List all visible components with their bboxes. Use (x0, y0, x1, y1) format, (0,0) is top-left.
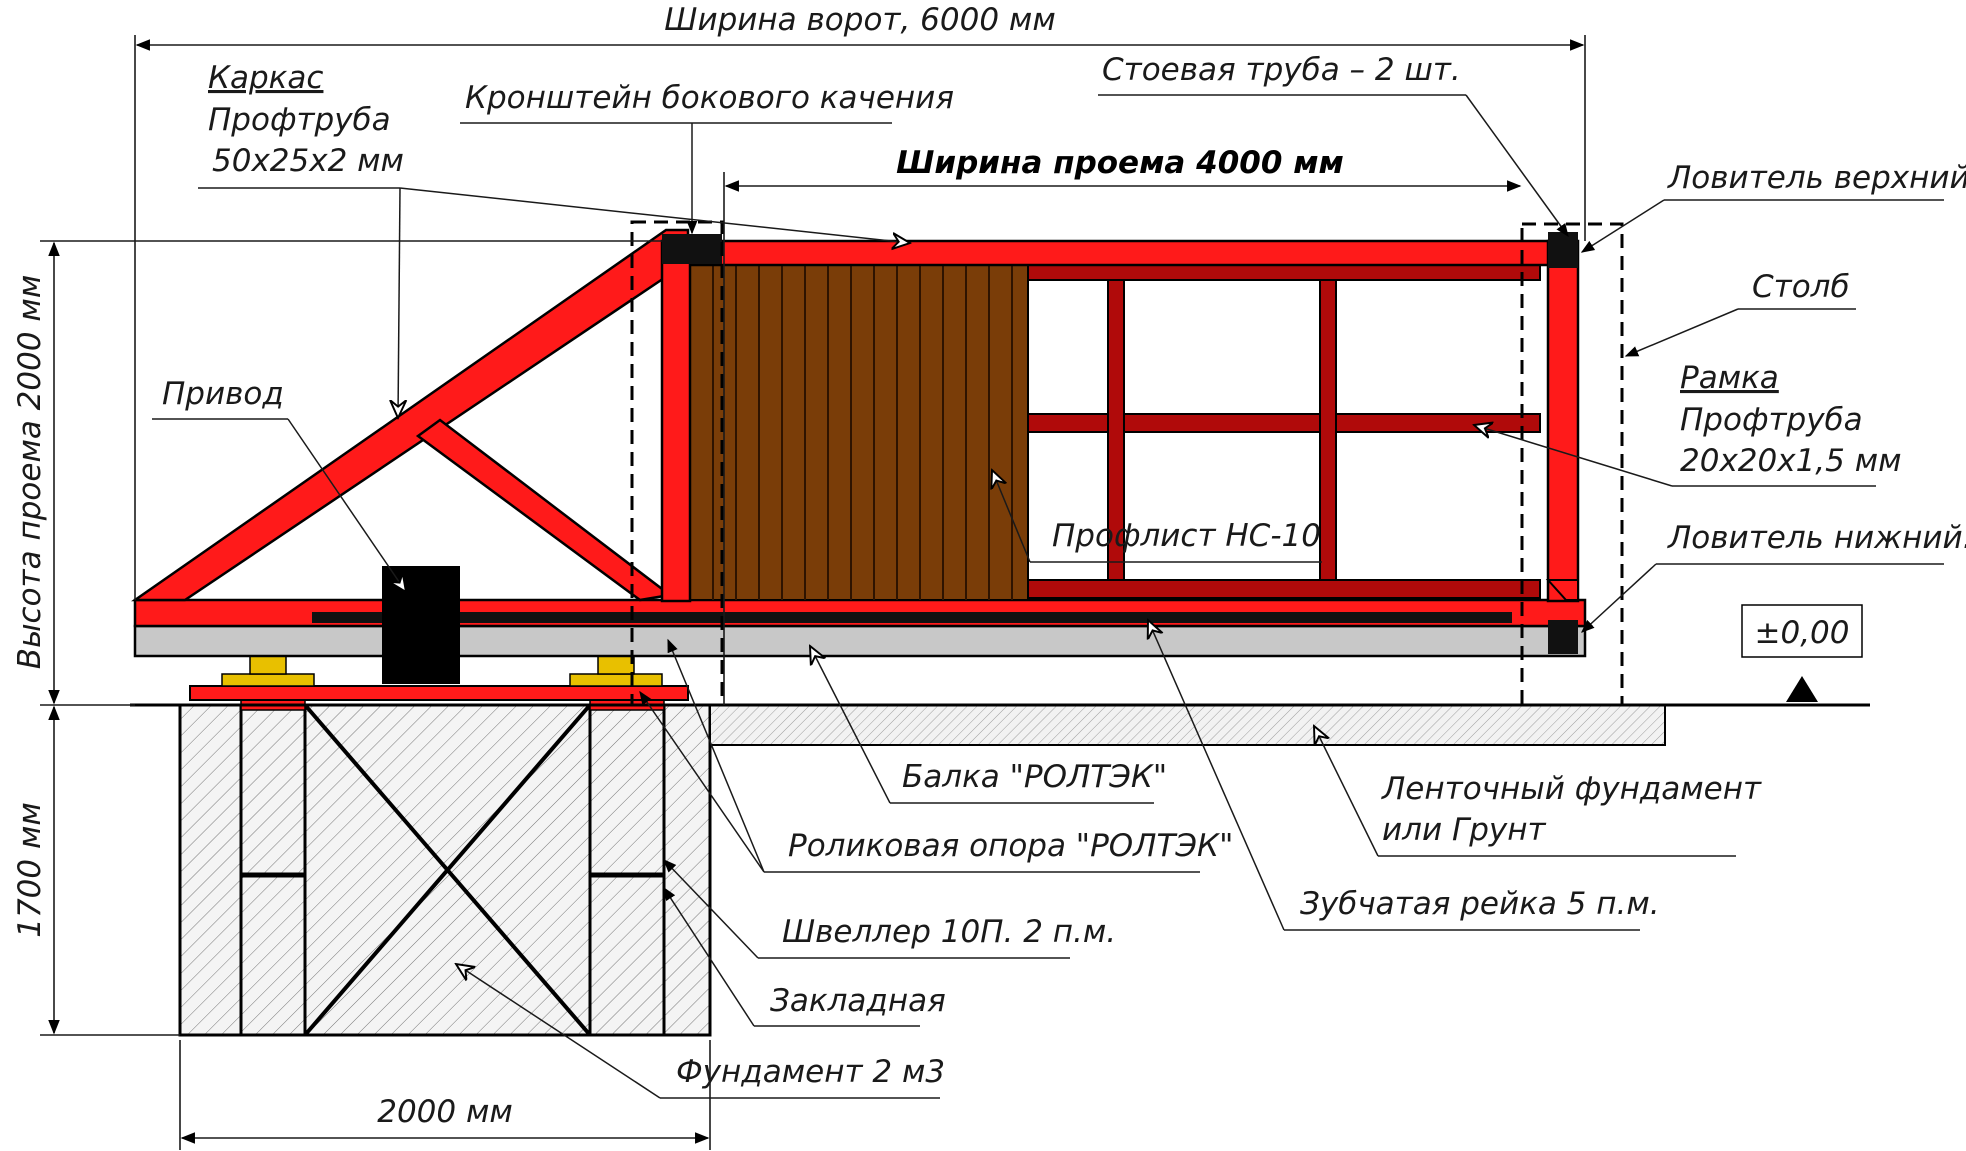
upper-catcher-label: Ловитель верхний (1667, 160, 1966, 196)
right-corner-brace (1545, 579, 1579, 601)
dimension-foundation-width: 2000 мм (179, 1040, 711, 1150)
foundation-depth-label: 1700 мм (12, 802, 48, 938)
corrugated-sheet (687, 261, 1029, 601)
opening-width-label: Ширина проема 4000 мм (896, 145, 1344, 181)
drive-unit (382, 566, 460, 684)
dimension-opening-height: Высота проема 2000 мм (12, 240, 662, 706)
foundation-label: Фундамент 2 м3 (676, 1054, 945, 1090)
roltek-beam (133, 624, 1587, 658)
post-label: Столб (1752, 269, 1850, 305)
callout-embedded: Закладная (663, 886, 946, 1027)
right-stile (1546, 239, 1580, 603)
drive-label: Привод (162, 376, 284, 412)
left-stile (660, 239, 692, 603)
gear-rack (312, 612, 1512, 623)
callout-upper-catcher: Ловитель верхний (1580, 160, 1966, 253)
foundation-width-label: 2000 мм (377, 1094, 513, 1130)
channel-10p (189, 685, 689, 701)
gate-width-label: Ширина ворот, 6000 мм (664, 2, 1055, 38)
top-rail (686, 239, 1556, 267)
side-bracket (662, 234, 722, 264)
dimension-opening-width: Ширина проема 4000 мм (723, 145, 1522, 705)
sheet-label: Профлист НС-10 (1052, 518, 1321, 554)
callout-post-pipe: Стоевая труба – 2 шт. (1098, 52, 1569, 238)
beam-label: Балка "РОЛТЭК" (902, 759, 1167, 795)
strip-foundation-label-2: или Грунт (1382, 812, 1547, 848)
callout-foundation: Фундамент 2 м3 (456, 964, 945, 1099)
callout-side-bracket: Кронштейн бокового качения (460, 80, 954, 235)
callout-roller-support: Роликовая опора "РОЛТЭК" (639, 638, 1233, 873)
callout-panel-frame: Рамка Профтруба 20x20x1,5 мм (1474, 360, 1902, 487)
strip-foundation-label-1: Ленточный фундамент (1381, 771, 1762, 807)
callout-beam: Балка "РОЛТЭК" (810, 646, 1167, 804)
callout-frame: Каркас Профтруба 50x25x2 мм (198, 60, 910, 418)
level-mark-label: ±0,00 (1755, 615, 1850, 651)
post-pipe-label: Стоевая труба – 2 шт. (1102, 52, 1461, 88)
frame-profile-label: Профтруба (208, 102, 391, 138)
lower-catcher (1548, 620, 1578, 654)
callout-drive: Привод (152, 376, 406, 592)
callout-channel: Швеллер 10П. 2 п.м. (663, 859, 1116, 959)
panel-size-label: 20x20x1,5 мм (1680, 443, 1902, 479)
callout-post: Столб (1624, 269, 1856, 357)
embedded-label: Закладная (770, 983, 946, 1019)
level-mark: ±0,00 (1741, 604, 1863, 702)
inner-frame (1027, 261, 1541, 599)
lower-catcher-label: Ловитель нижний. (1667, 520, 1966, 556)
side-bracket-label: Кронштейн бокового качения (465, 80, 954, 116)
panel-title-label: Рамка (1680, 360, 1779, 396)
foundation (178, 699, 712, 1037)
frame-size-label: 50x25x2 мм (212, 143, 404, 179)
roller-support-label: Роликовая опора "РОЛТЭК" (788, 828, 1233, 864)
panel-profile-label: Профтруба (1680, 402, 1863, 438)
posts-dashed (630, 220, 1624, 707)
frame-title-label: Каркас (208, 60, 323, 96)
dimension-foundation-depth: 1700 мм (12, 705, 180, 1036)
dimension-gate-width: Ширина ворот, 6000 мм (134, 2, 1586, 600)
callout-gear-rack: Зубчатая рейка 5 п.м. (1148, 620, 1660, 931)
upper-catcher (1548, 232, 1578, 268)
callout-sheet: Профлист НС-10 (992, 470, 1322, 563)
gear-rack-label: Зубчатая рейка 5 п.м. (1300, 886, 1660, 922)
opening-height-label: Высота проема 2000 мм (12, 275, 48, 669)
callout-lower-catcher: Ловитель нижний. (1581, 520, 1966, 633)
callout-strip-foundation: Ленточный фундамент или Грунт (1314, 726, 1762, 857)
channel-label: Швеллер 10П. 2 п.м. (782, 914, 1116, 950)
